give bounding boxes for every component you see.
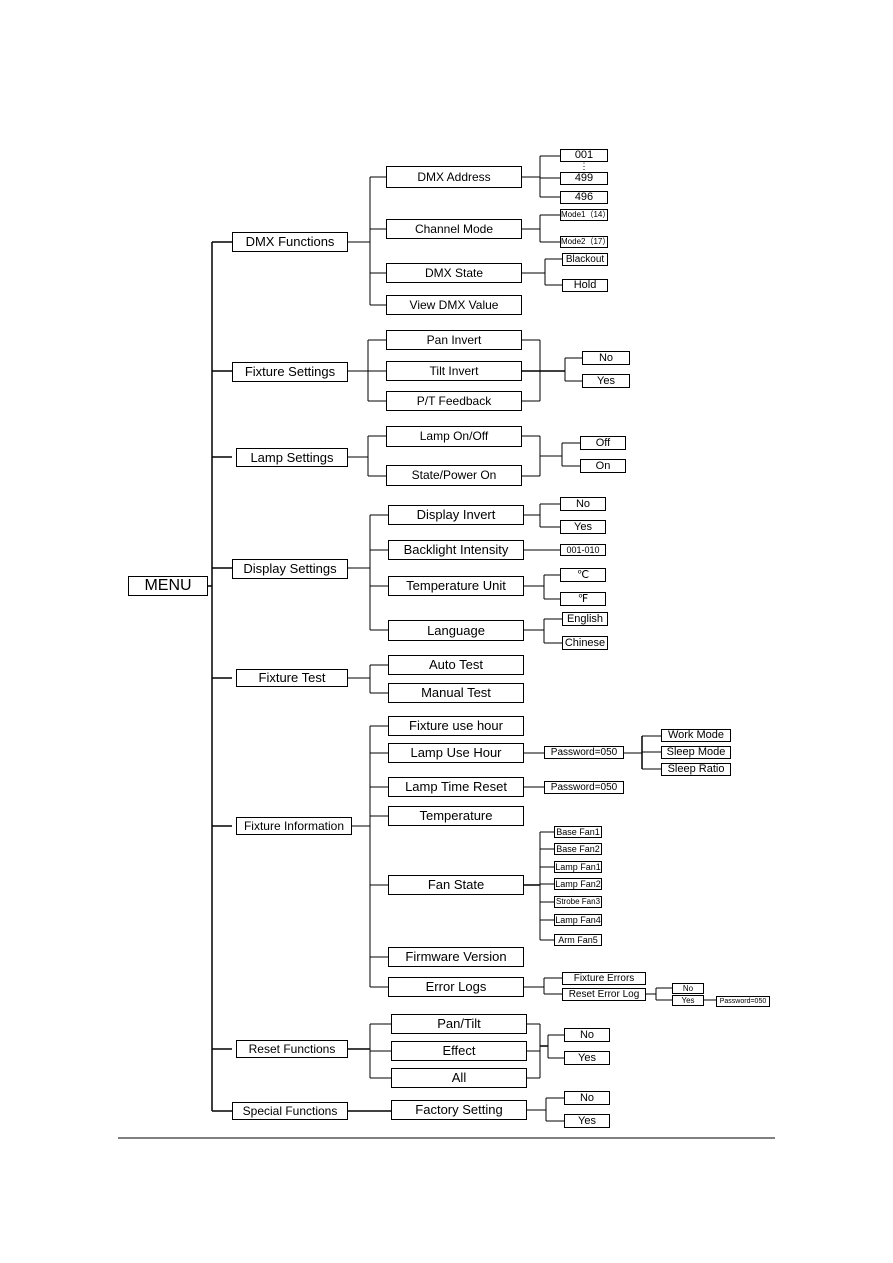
factory-setting-no: No: [564, 1091, 610, 1105]
language-english: English: [562, 612, 608, 626]
reset-all: All: [391, 1068, 527, 1088]
fan-strobe-3: Strobe Fan3: [554, 896, 602, 908]
reset-effect: Effect: [391, 1041, 527, 1061]
fixture-settings-yes: Yes: [582, 374, 630, 388]
language: Language: [388, 620, 524, 641]
lamp-settings-on: On: [580, 459, 626, 473]
error-logs: Error Logs: [388, 977, 524, 997]
fan-base-2: Base Fan2: [554, 843, 602, 855]
backlight-intensity: Backlight Intensity: [388, 540, 524, 560]
tilt-invert: Tilt Invert: [386, 361, 522, 381]
temperature-unit: Temperature Unit: [388, 576, 524, 596]
channel-mode: Channel Mode: [386, 219, 522, 239]
lamp-on-off: Lamp On/Off: [386, 426, 522, 447]
channel-mode-1: Mode1（14）: [560, 209, 608, 221]
lamp-use-hour: Lamp Use Hour: [388, 743, 524, 763]
reset-error-log: Reset Error Log: [562, 988, 646, 1001]
menu-root: MENU: [128, 576, 208, 596]
fixture-settings-no: No: [582, 351, 630, 365]
dmx-state-hold: Hold: [562, 279, 608, 292]
auto-test: Auto Test: [388, 655, 524, 675]
pt-feedback: P/T Feedback: [386, 391, 522, 411]
fixture-test: Fixture Test: [236, 669, 348, 687]
factory-setting-yes: Yes: [564, 1114, 610, 1128]
reset-error-log-password: Password=050: [716, 996, 770, 1007]
fixture-errors: Fixture Errors: [562, 972, 646, 985]
language-chinese: Chinese: [562, 636, 608, 650]
dmx-address: DMX Address: [386, 166, 522, 188]
reset-functions-yes: Yes: [564, 1051, 610, 1065]
sleep-ratio: Sleep Ratio: [661, 763, 731, 776]
temp-fahrenheit: ℉: [560, 592, 606, 606]
reset-error-log-yes: Yes: [672, 995, 704, 1006]
fixture-information: Fixture Information: [236, 817, 352, 835]
fan-lamp-2: Lamp Fan2: [554, 878, 602, 890]
lamp-settings-off: Off: [580, 436, 626, 450]
display-settings: Display Settings: [232, 559, 348, 579]
dmx-state: DMX State: [386, 263, 522, 283]
dmx-address-001: 001: [560, 149, 608, 162]
dmx-address-496: 496: [560, 191, 608, 204]
temperature: Temperature: [388, 806, 524, 826]
temp-celsius: ℃: [560, 568, 606, 582]
fan-state: Fan State: [388, 875, 524, 895]
fixture-use-hour: Fixture use hour: [388, 716, 524, 736]
fan-lamp-4: Lamp Fan4: [554, 914, 602, 926]
fan-arm-5: Arm Fan5: [554, 934, 602, 946]
lamp-time-reset: Lamp Time Reset: [388, 777, 524, 797]
dmx-address-ellipsis: ⋮: [579, 161, 589, 171]
display-invert: Display Invert: [388, 505, 524, 525]
manual-test: Manual Test: [388, 683, 524, 703]
special-functions: Special Functions: [232, 1102, 348, 1120]
channel-mode-2: Mode2（17）: [560, 236, 608, 248]
lamp-settings: Lamp Settings: [236, 448, 348, 467]
dmx-address-499: 499: [560, 172, 608, 185]
display-invert-no: No: [560, 497, 606, 511]
lamp-use-hour-password: Password=050: [544, 746, 624, 759]
reset-functions-no: No: [564, 1028, 610, 1042]
view-dmx-value: View DMX Value: [386, 295, 522, 315]
reset-error-log-no: No: [672, 983, 704, 994]
fan-lamp-1: Lamp Fan1: [554, 861, 602, 873]
pan-invert: Pan Invert: [386, 330, 522, 350]
fixture-settings: Fixture Settings: [232, 362, 348, 382]
reset-pan-tilt: Pan/Tilt: [391, 1014, 527, 1034]
fan-base-1: Base Fan1: [554, 826, 602, 838]
sleep-mode: Sleep Mode: [661, 746, 731, 759]
dmx-functions: DMX Functions: [232, 232, 348, 252]
reset-functions: Reset Functions: [236, 1040, 348, 1058]
firmware-version: Firmware Version: [388, 947, 524, 967]
backlight-range: 001-010: [560, 544, 606, 556]
dmx-state-blackout: Blackout: [562, 253, 608, 266]
state-power-on: State/Power On: [386, 465, 522, 486]
factory-setting: Factory Setting: [391, 1100, 527, 1120]
display-invert-yes: Yes: [560, 520, 606, 534]
work-mode: Work Mode: [661, 729, 731, 742]
lamp-time-reset-password: Password=050: [544, 781, 624, 794]
